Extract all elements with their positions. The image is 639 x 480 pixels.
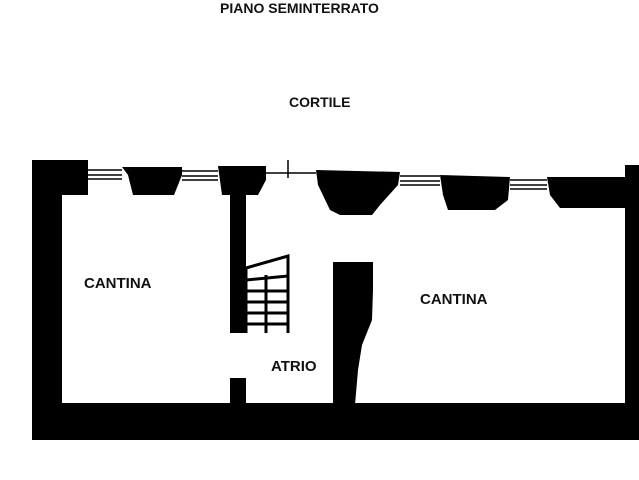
wall-pier — [316, 170, 400, 215]
wall-top-left — [32, 160, 88, 195]
windows — [88, 160, 547, 190]
walls — [32, 160, 639, 440]
wall-pier — [122, 167, 182, 195]
staircase — [244, 254, 290, 333]
room-label-cantina-right: CANTINA — [420, 291, 488, 308]
room-label-cantina-left: CANTINA — [84, 275, 152, 292]
courtyard-label: CORTILE — [289, 94, 351, 110]
wall-partition — [333, 262, 373, 405]
plan-title: PIANO SEMINTERRATO — [220, 0, 379, 16]
wall-center — [218, 166, 266, 333]
wall-left — [32, 160, 62, 440]
wall-right — [625, 165, 639, 440]
wall-bottom — [32, 403, 639, 440]
wall-pier — [547, 177, 625, 208]
wall-pier — [440, 175, 510, 210]
wall-stub — [230, 378, 246, 408]
room-label-atrio: ATRIO — [271, 358, 317, 375]
